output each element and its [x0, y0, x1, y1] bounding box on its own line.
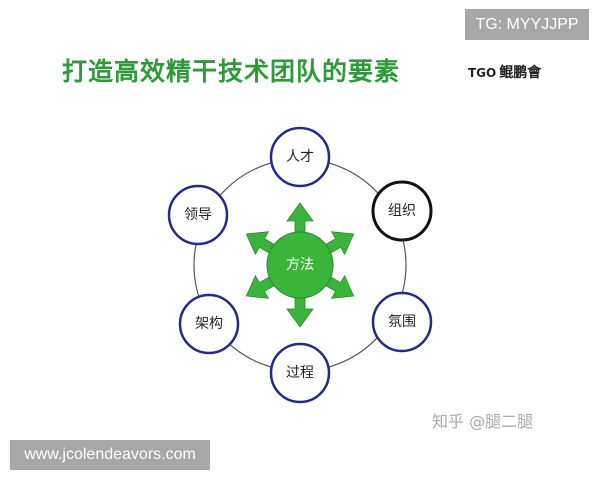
- node-guocheng: 过程: [269, 342, 331, 404]
- node-lingdao: 领导: [167, 184, 229, 246]
- node-fenwei: 氛围: [371, 291, 433, 353]
- node-circle: [269, 126, 331, 188]
- center-label: 方法: [286, 257, 314, 273]
- zhihu-watermark: 知乎 @腿二腿: [432, 412, 534, 431]
- center-circle: [266, 231, 334, 299]
- arrow-group: [245, 202, 355, 328]
- node-jiagou: 架构: [178, 293, 240, 355]
- arrow-up: [286, 202, 314, 236]
- node-renchai: 人才: [269, 126, 331, 188]
- node-label: 架构: [195, 316, 223, 332]
- tg-watermark: TG: MYYJJPP: [465, 9, 589, 40]
- node-circle: [269, 342, 331, 404]
- node-zuzhi: 组织: [371, 180, 433, 242]
- node-label: 领导: [184, 207, 212, 223]
- site-watermark: www.jcolendeavors.com: [10, 440, 210, 470]
- node-circle: [371, 291, 433, 353]
- node-circle: [178, 293, 240, 355]
- node-label: 过程: [286, 365, 314, 381]
- logo-tgo-text: TGO: [468, 66, 497, 80]
- node-circle: [167, 184, 229, 246]
- diagram-title: 打造高效精干技术团队的要素: [62, 57, 401, 86]
- node-label: 氛围: [388, 314, 416, 330]
- node-circle: [371, 180, 433, 242]
- node-label: 组织: [388, 203, 416, 219]
- node-label: 人才: [286, 149, 314, 165]
- arrow-down: [286, 294, 314, 328]
- logo-name-text: 鲲鹏會: [499, 65, 542, 81]
